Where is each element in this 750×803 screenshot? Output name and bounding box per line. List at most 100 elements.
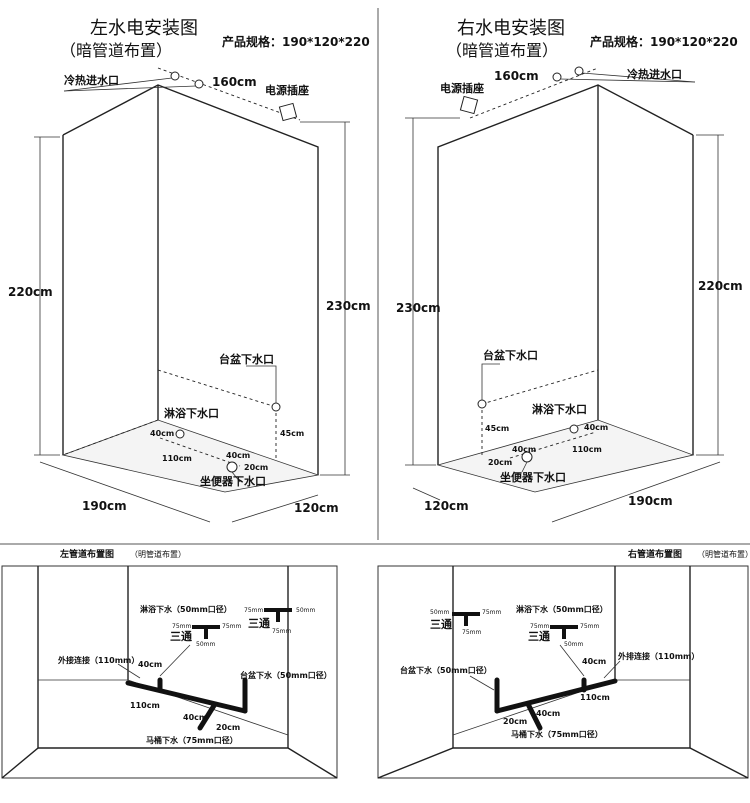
left-toilet-offset: 40cm (226, 451, 250, 460)
svg-text:50mm: 50mm (196, 641, 215, 648)
left-power-socket-label: 电源插座 (265, 83, 309, 97)
svg-text:75mm: 75mm (530, 623, 549, 630)
left-main-pipe (125, 680, 248, 714)
svg-text:75mm: 75mm (172, 623, 191, 630)
svg-text:110cm: 110cm (580, 693, 610, 702)
left-toilet-drain-icon (226, 461, 238, 473)
left-power-socket-icon (278, 102, 298, 122)
right-title: 右水电安装图 (457, 18, 565, 39)
left-floor (61, 419, 320, 493)
right-shower-drain-icon (569, 424, 579, 434)
left-basin-label: 台盆下水（50mm口径） (240, 670, 332, 680)
left-shower-drain-label: 淋浴下水（50mm口径） (140, 604, 232, 614)
svg-text:75mm: 75mm (482, 609, 501, 616)
right-toilet-side: 20cm (488, 458, 512, 467)
left-install-diagram: 左水电安装图 （暗管道布置） 产品规格：190*120*220 220cm 23… (8, 18, 371, 523)
svg-text:40cm: 40cm (582, 657, 606, 666)
left-external-label: 外接连接（110mm） (58, 655, 139, 665)
left-inlet-label: 冷热进水口 (64, 73, 119, 87)
right-toilet-label: 马桶下水（75mm口径） (511, 729, 603, 739)
right-external-label: 外排连接（110mm） (618, 651, 699, 661)
left-subtitle: （暗管道布置） (60, 41, 172, 60)
left-socket-height: 230cm (326, 299, 371, 313)
right-pipe-title-note: （明管道布置） (697, 549, 750, 559)
right-install-diagram: 右水电安装图 （暗管道布置） 产品规格：190*120*220 220cm 23… (396, 18, 743, 523)
svg-text:75mm: 75mm (462, 629, 481, 636)
right-subtitle: （暗管道布置） (446, 41, 558, 60)
svg-text:40cm: 40cm (138, 660, 162, 669)
right-basin-drain-icon (477, 399, 487, 409)
left-pipe-diagram: 左管道布置图 （明管道布置） 淋浴下水（50mm口径） 75mm 75mm 50… (1, 548, 338, 779)
right-width: 190cm (628, 494, 673, 508)
right-floor (436, 419, 695, 493)
left-toilet-drain-label: 坐便器下水口 (200, 474, 266, 488)
left-toilet-side: 20cm (244, 463, 268, 472)
left-shower-drain-label: 淋浴下水口 (164, 406, 219, 420)
svg-text:75mm: 75mm (580, 623, 599, 630)
right-inlet-hot-icon (574, 66, 584, 76)
svg-text:20cm: 20cm (216, 723, 240, 732)
right-basin-height: 45cm (485, 424, 509, 433)
svg-text:50mm: 50mm (296, 607, 315, 614)
left-depth: 120cm (294, 501, 339, 515)
svg-text:40cm: 40cm (183, 713, 207, 722)
right-power-socket-icon (459, 95, 479, 115)
right-shower-drain-label: 淋浴下水（50mm口径） (516, 604, 608, 614)
right-shower-distance: 110cm (572, 445, 602, 454)
right-depth: 120cm (424, 499, 469, 513)
svg-text:40cm: 40cm (536, 709, 560, 718)
right-socket-height: 230cm (396, 301, 441, 315)
left-toilet-label: 马桶下水（75mm口径） (146, 735, 238, 745)
right-spec: 产品规格：190*120*220 (590, 34, 738, 49)
left-back-walls (62, 84, 319, 475)
left-depth-line (231, 494, 319, 523)
right-inlet-cold-icon (552, 72, 562, 82)
right-wall-height: 220cm (698, 279, 743, 293)
right-pipe-title: 右管道布置图 (627, 548, 682, 560)
left-inlet-cold-icon (170, 71, 180, 81)
left-inlet-hot-icon (194, 79, 204, 89)
left-pipe-title-note: （明管道布置） (130, 549, 186, 559)
svg-text:75mm: 75mm (244, 607, 263, 614)
left-title: 左水电安装图 (90, 18, 198, 39)
left-basin-drain-label: 台盆下水口 (219, 352, 274, 366)
right-depth-line (412, 487, 441, 501)
right-toilet-drain-label: 坐便器下水口 (500, 470, 566, 484)
svg-text:75mm: 75mm (272, 628, 291, 635)
svg-text:50mm: 50mm (564, 641, 583, 648)
svg-text:50mm: 50mm (430, 609, 449, 616)
right-tee-1-label: 三通 (430, 618, 452, 631)
left-tee-2-label: 三通 (248, 617, 270, 630)
svg-text:75mm: 75mm (222, 623, 241, 630)
svg-text:20cm: 20cm (503, 717, 527, 726)
left-wall-height: 220cm (8, 285, 53, 299)
right-power-socket-label: 电源插座 (440, 81, 484, 95)
right-back-walls (437, 84, 694, 465)
right-toilet-offset: 40cm (512, 445, 536, 454)
right-tee-2-label: 三通 (528, 630, 550, 643)
svg-text:110cm: 110cm (130, 701, 160, 710)
left-pipe-title: 左管道布置图 (59, 548, 114, 560)
left-basin-height: 45cm (280, 429, 304, 438)
left-width-line (39, 461, 211, 523)
left-tee-1-label: 三通 (170, 630, 192, 643)
left-toilet-pipe (197, 701, 218, 731)
right-basin-label: 台盆下水（50mm口径） (400, 665, 492, 675)
right-toilet-pipe (525, 701, 543, 731)
left-width: 190cm (82, 499, 127, 513)
right-pipe-diagram: 右管道布置图 （明管道布置） 50mm 75mm 75mm 三通 淋浴下水（50… (377, 548, 750, 779)
right-shower-offset: 40cm (584, 423, 608, 432)
left-shower-drain-icon (175, 429, 185, 439)
right-width-line (551, 461, 721, 523)
left-basin-drain-icon (271, 402, 281, 412)
right-inlet-label: 冷热进水口 (627, 67, 682, 81)
left-spec: 产品规格：190*120*220 (222, 34, 370, 49)
right-inlet-spacing: 160cm (494, 69, 539, 83)
right-basin-drain-label: 台盆下水口 (483, 348, 538, 362)
left-shower-offset: 40cm (150, 429, 174, 438)
right-main-pipe (494, 678, 618, 714)
left-shower-distance: 110cm (162, 454, 192, 463)
left-inlet-spacing: 160cm (212, 75, 257, 89)
right-shower-drain-label: 淋浴下水口 (532, 402, 587, 416)
